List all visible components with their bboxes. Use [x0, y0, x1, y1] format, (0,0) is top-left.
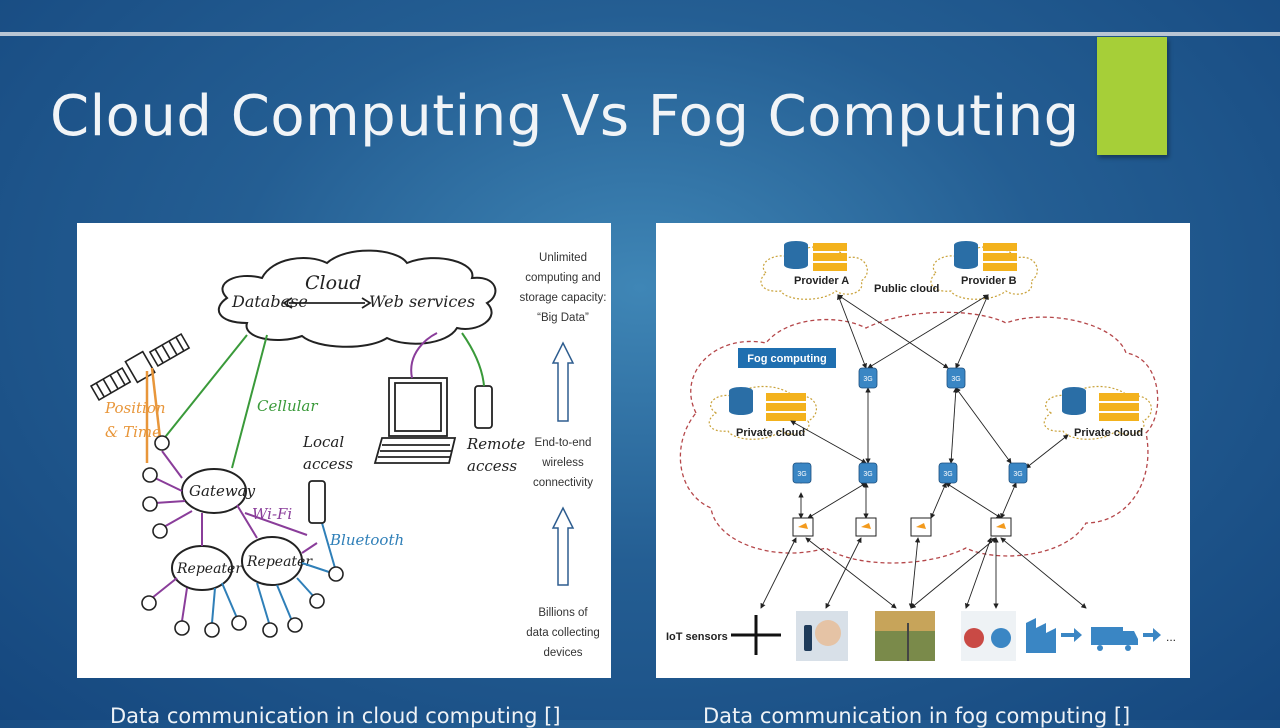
caption-left: Data communication in cloud computing [] — [110, 704, 561, 728]
diagram-label: 3G — [863, 376, 872, 383]
fog-computing-diagram: Provider A Provider B Public cloud Fog c… — [656, 223, 1190, 678]
repeater-node-2 — [241, 536, 303, 586]
slide-title: Cloud Computing Vs Fog Computing — [50, 84, 1080, 149]
provider-b-cloud — [930, 241, 1038, 300]
caption-right: Data communication in fog computing [] — [703, 704, 1131, 728]
remote-access-label: access — [467, 457, 517, 475]
cloud-label: Cloud — [305, 272, 361, 294]
local-label: Local — [302, 433, 344, 451]
diagram-label: 3G — [943, 471, 952, 478]
database-label: Database — [231, 292, 308, 311]
diagram-label: 3G — [863, 471, 872, 478]
provider-a-label: Provider A — [794, 275, 849, 287]
side-top-line-2: computing and — [525, 272, 600, 284]
side-top-line-3: storage capacity: — [520, 292, 607, 304]
diagram-label: 3G — [1013, 471, 1022, 478]
top-rule — [0, 32, 1280, 36]
public-cloud-label: Public cloud — [874, 283, 939, 295]
repeater-label-1: Repeater — [176, 561, 243, 577]
bluetooth-label: Bluetooth — [329, 531, 404, 549]
gateway-label: Gateway — [189, 482, 256, 500]
local-access-label: access — [303, 455, 353, 473]
laptop-icon — [373, 377, 457, 464]
sensor-cross-icon — [731, 615, 781, 655]
base-stations — [792, 367, 1028, 484]
local-phone-icon — [308, 480, 326, 524]
sensor-devices — [141, 435, 344, 638]
private-cloud-left — [708, 386, 817, 440]
factory-truck-icon — [1026, 618, 1161, 653]
position-label: Position — [104, 399, 166, 417]
side-bottom-line-1: Billions of — [538, 607, 588, 619]
side-top-line-1: Unlimited — [539, 252, 587, 264]
web-services-label: Web services — [369, 292, 475, 311]
fog-computing-tag — [738, 348, 836, 368]
accent-block — [1097, 37, 1167, 155]
cloud-shape — [217, 249, 497, 348]
time-label: & Time — [105, 423, 161, 441]
provider-a-cloud — [760, 241, 868, 300]
diagram-label: 3G — [951, 376, 960, 383]
up-arrow-icon-2 — [551, 506, 575, 586]
side-bottom-line-3: devices — [544, 647, 583, 659]
private-cloud-right-label: Private cloud — [1074, 427, 1143, 439]
ellipsis-label: ... — [1166, 630, 1176, 644]
fog-computing-label: Fog computing — [747, 353, 826, 365]
satellite-icon — [89, 332, 191, 402]
private-cloud-right — [1043, 386, 1152, 440]
diagram-label: 3G — [797, 471, 806, 478]
iot-sensors-label: IoT sensors — [666, 631, 728, 643]
provider-b-label: Provider B — [961, 275, 1017, 287]
cloud-computing-diagram: Cloud Database Web services Position & T… — [77, 223, 611, 678]
fog-gateways — [792, 517, 1012, 537]
side-bottom-line-2: data collecting — [526, 627, 600, 639]
private-cloud-left-label: Private cloud — [736, 427, 805, 439]
side-top-line-4: “Big Data” — [537, 312, 589, 324]
repeater-label-2: Repeater — [246, 554, 313, 570]
remote-label: Remote — [466, 435, 525, 453]
remote-phone-icon — [474, 385, 493, 429]
side-mid-line-2: wireless — [541, 457, 584, 469]
side-mid-line-3: connectivity — [533, 477, 593, 489]
wifi-label: Wi-Fi — [252, 505, 292, 523]
side-mid-line-1: End-to-end — [535, 437, 592, 449]
up-arrow-icon — [551, 341, 575, 422]
cellular-label: Cellular — [257, 397, 318, 415]
